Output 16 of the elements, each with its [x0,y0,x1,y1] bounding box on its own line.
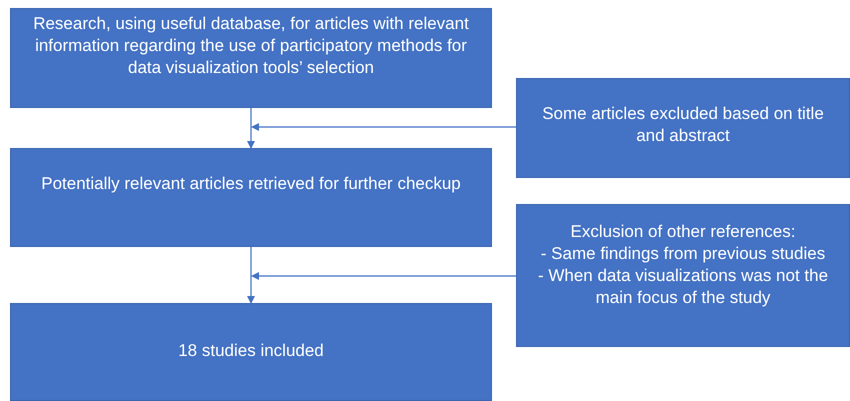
process-box [10,148,492,247]
box-text: 18 studies included [178,340,324,362]
process-box [10,303,492,401]
box-text: Exclusion of other references: [570,221,796,243]
box-text: Research, using useful database, for articles with relevant information regarding the use of participatory methods for data visualization tools’ selection [32,13,470,79]
arrow [251,272,516,280]
process-box [516,78,850,178]
arrow [251,123,516,131]
box-text: - Same findings from previous studies [540,243,826,265]
box-text: Potentially relevant articles retrieved for further checkup [41,173,461,195]
process-box [10,8,492,108]
arrow [247,108,255,149]
arrow [247,247,255,304]
box-text: - When data visualizations was not the main focus of the study [536,265,830,309]
box-text: Some articles excluded based on title and abstract [541,103,825,147]
process-box [516,204,850,347]
